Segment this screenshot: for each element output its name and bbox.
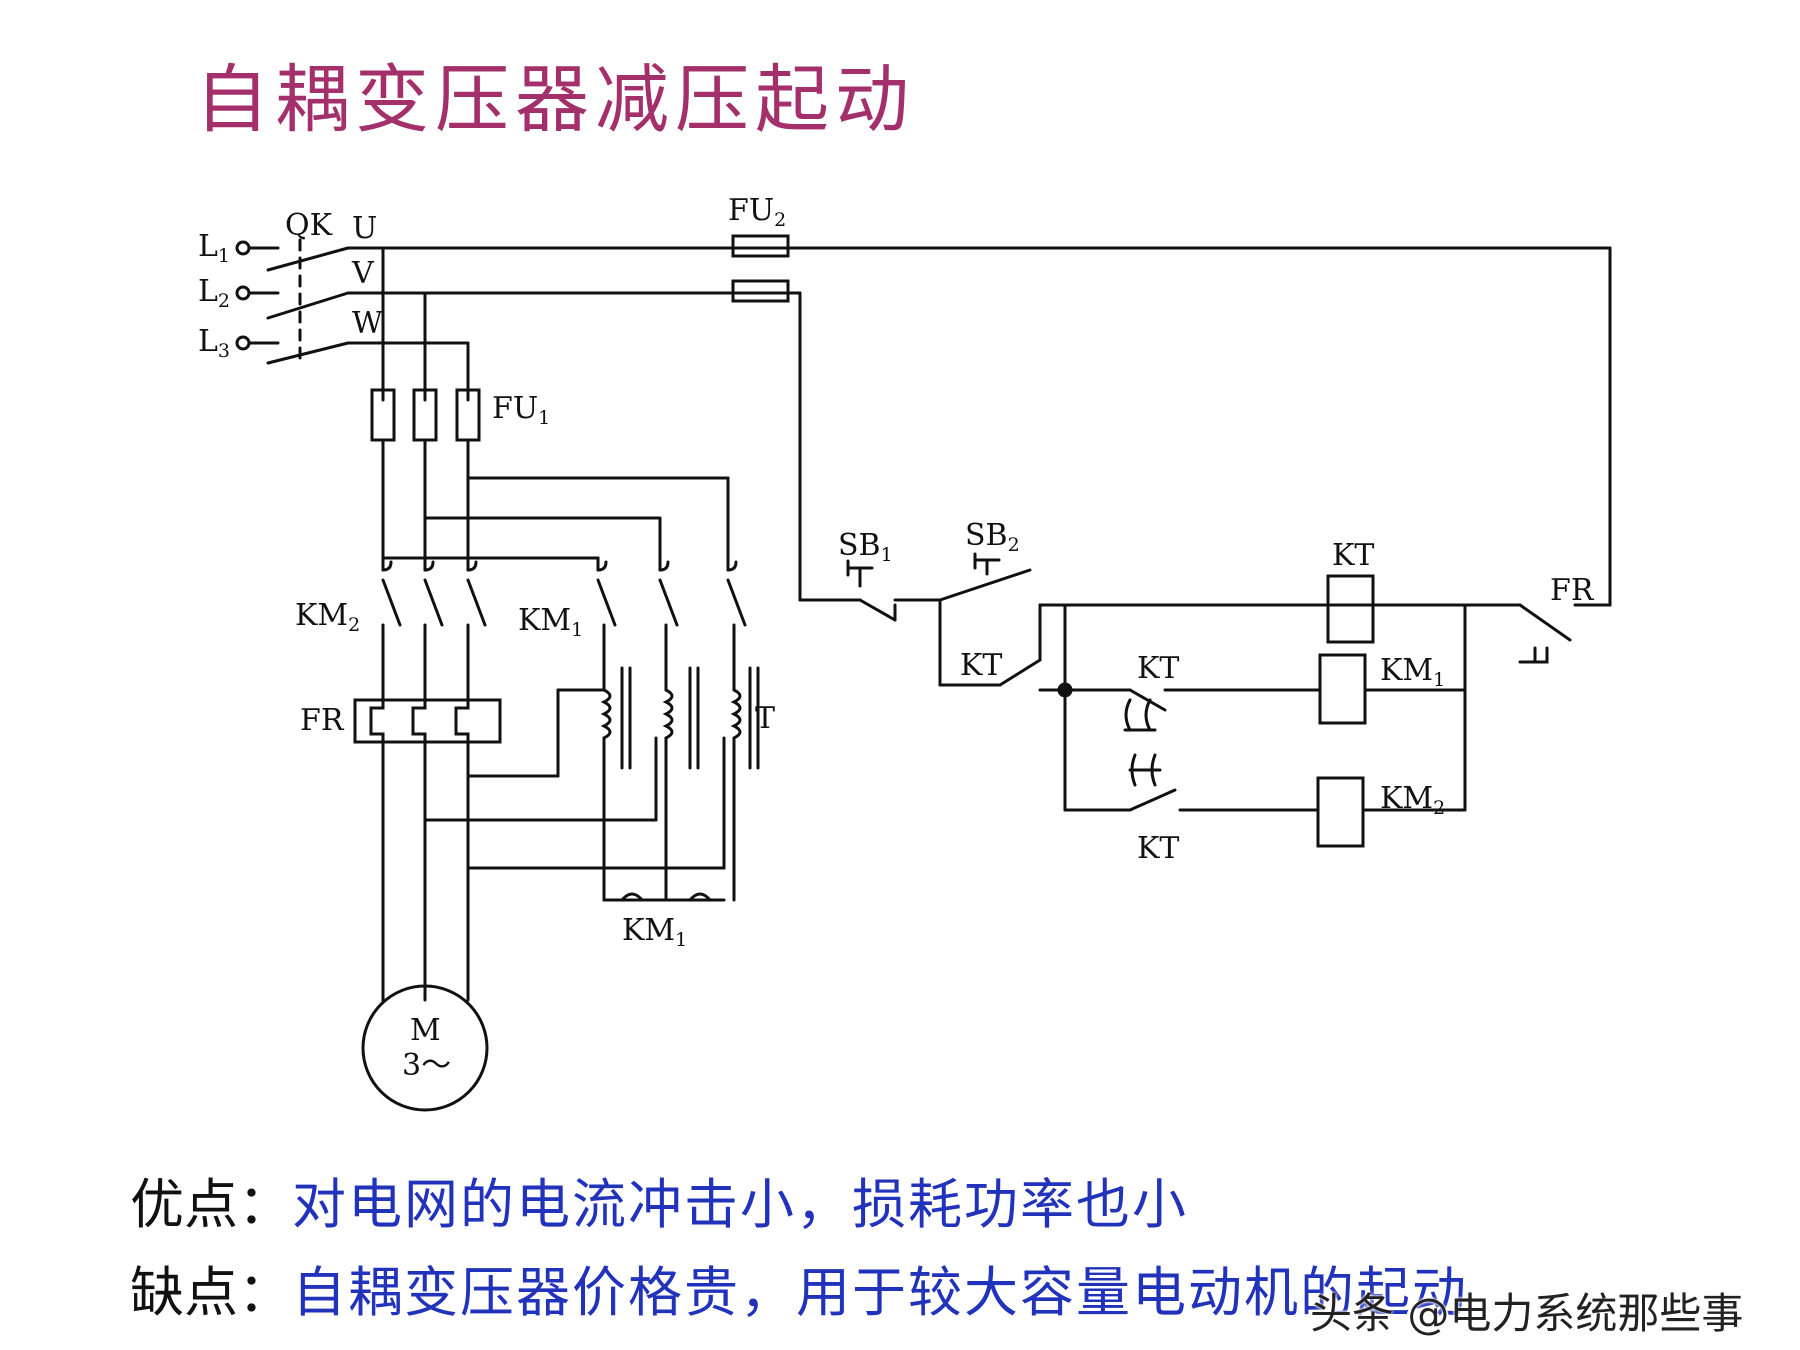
svg-text:FU2: FU2 [728,193,786,231]
label-kt-no: KT [1137,831,1179,866]
kt-no-delay-contact [1128,788,1177,812]
label-fr-main: FR [300,703,345,738]
km1-contact-1 [596,560,608,572]
label-km2-main-sub: 2 [348,614,360,636]
label-fu2: FU [728,193,774,228]
sb1-contact [858,598,897,622]
svg-text:SB1: SB1 [838,528,893,566]
label-motor: M [410,1013,441,1048]
label-qk: QK [285,208,333,243]
label-km1-star: KM [622,913,675,948]
kt-hold-contact [998,658,1042,687]
label-km2-coil-sub: 2 [1433,797,1445,819]
pros-row: 优点：对电网的电流冲击小，损耗功率也小 [130,1160,1188,1239]
km1-contact-2 [658,560,670,572]
km2-coil [1316,776,1365,848]
label-l3-sub: 3 [218,340,230,362]
cons-row: 缺点：自耦变压器价格贵，用于较大容量电动机的起动 [130,1248,1468,1327]
label-km2-main: KM [295,598,348,633]
cons-text: 自耦变压器价格贵，用于较大容量电动机的起动 [292,1261,1468,1324]
kt-nc-delay-contact [1128,688,1167,712]
watermark: 头条 @电力系统那些事 [1310,1289,1744,1338]
label-sb2: SB [965,518,1008,553]
label-km1-coil: KM [1380,653,1433,688]
fu2-fuse-2 [731,279,790,303]
autotransformer-winding-3 [730,688,742,740]
label-l2: L [198,274,218,309]
label-km1-main-sub: 1 [571,619,583,641]
label-kt-hold: KT [960,648,1002,683]
label-sb1-sub: 1 [881,544,893,566]
label-v: V [351,256,375,291]
label-km1-star-sub: 1 [675,929,687,951]
label-l1: L [198,229,218,264]
label-l3: L [198,324,218,359]
fu2-fuse-1 [731,234,790,258]
label-sb2-sub: 2 [1008,534,1020,556]
svg-text:SB2: SB2 [965,518,1020,556]
label-km2-coil: KM [1380,781,1433,816]
km2-contact-3 [466,560,478,572]
qk-blade-1 [266,246,350,272]
svg-text:L2: L2 [198,274,230,312]
label-l1-sub: 1 [218,245,230,267]
label-sb1: SB [838,528,881,563]
label-kt-coil: KT [1332,538,1374,573]
fr-thermal-relay [353,698,502,744]
sb1-button [846,559,874,588]
autotransformer-winding-2 [662,688,674,740]
terminal-l1 [235,240,251,256]
label-u: U [352,211,377,246]
svg-text:L3: L3 [198,324,230,362]
km1-star-contact-2 [688,892,712,902]
label-w: W [352,306,383,341]
cons-label: 缺点： [130,1261,292,1324]
svg-text:KM1: KM1 [518,603,583,641]
km1-coil [1318,653,1367,725]
label-fu1: FU [492,391,538,426]
km1-contact-3 [726,560,738,572]
svg-text:FU1: FU1 [492,391,550,429]
svg-text:KM2: KM2 [295,598,360,636]
fr-nc-contact [1518,603,1572,642]
svg-text:KM1: KM1 [622,913,687,951]
pros-label: 优点： [130,1173,292,1236]
slide-title: 自耦变压器减压起动 [195,57,915,143]
terminal-l2 [235,285,251,301]
svg-text:KM1: KM1 [1380,653,1445,691]
label-t: T [755,701,775,736]
kt-coil [1326,574,1375,644]
qk-blade-2 [266,291,350,320]
label-l2-sub: 2 [218,290,230,312]
label-fu2-sub: 2 [774,209,786,231]
autotransformer-winding-1 [600,688,612,740]
label-fu1-sub: 1 [538,407,550,429]
label-fr-ctrl: FR [1550,573,1595,608]
label-km1-coil-sub: 1 [1433,669,1445,691]
pros-text: 对电网的电流冲击小，损耗功率也小 [292,1173,1188,1236]
label-km1-main: KM [518,603,571,638]
qk-blade-3 [266,341,350,365]
svg-text:L1: L1 [198,229,230,267]
km1-star-contact-1 [620,892,644,902]
sb2-button [973,552,1001,576]
km2-contact-2 [423,560,435,572]
label-motor-phase: 3～ [402,1048,451,1083]
km2-contact-1 [381,560,393,572]
svg-text:KM2: KM2 [1380,781,1445,819]
motor [361,984,489,1112]
terminal-l3 [235,335,251,351]
sb2-contact [938,568,1032,602]
label-kt-nc: KT [1137,651,1179,686]
